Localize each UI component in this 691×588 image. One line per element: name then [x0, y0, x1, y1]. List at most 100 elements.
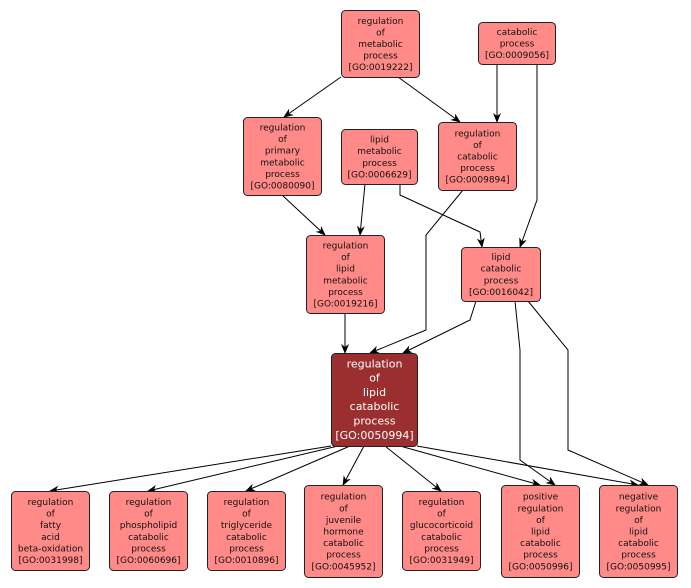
- node-label-line: process: [523, 551, 558, 561]
- node-label-line: metabolic: [357, 147, 402, 157]
- node-box: [207, 491, 286, 571]
- node-label-line: of: [369, 372, 381, 385]
- node-label-line: acid: [41, 533, 60, 543]
- node-label-line: regulation: [358, 17, 404, 27]
- go-term-node[interactable]: regulationoffattyacidbeta-oxidation[GO:0…: [11, 491, 90, 571]
- node-label-line: process: [326, 551, 361, 561]
- node-label-line: of: [437, 510, 447, 520]
- node-label-line: [GO:0031949]: [409, 556, 473, 566]
- go-term-node[interactable]: regulationofjuvenilehormonecatabolicproc…: [304, 485, 383, 578]
- node-label-line: lipid: [531, 528, 550, 538]
- node-label-line: lipid: [363, 386, 386, 399]
- go-term-node[interactable]: regulationofphospholipidcatabolicprocess…: [109, 491, 188, 571]
- node-label-line: hormone: [323, 528, 364, 538]
- node-label-line: catabolic: [618, 539, 659, 549]
- node-label-line: [GO:0010896]: [214, 556, 278, 566]
- node-label-line: lipid: [492, 253, 511, 263]
- node-label-line: lipid: [336, 265, 355, 275]
- node-label-line: [GO:0050994]: [335, 429, 413, 442]
- node-label-line: positive: [523, 493, 559, 503]
- node-label-line: [GO:0016042]: [469, 288, 533, 298]
- node-label-line: regulation: [347, 357, 403, 370]
- go-term-node[interactable]: regulationoflipidmetabolicprocess[GO:001…: [306, 235, 385, 314]
- node-label-line: of: [46, 510, 56, 520]
- node-label-line: process: [424, 544, 459, 554]
- edge-n9056-n16042: [519, 64, 538, 248]
- edge-n50994-n45952: [342, 445, 365, 486]
- node-label-line: regulation: [518, 504, 564, 514]
- node-label-line: [GO:0006629]: [347, 170, 411, 180]
- node-label-line: [GO:0050996]: [508, 562, 572, 572]
- node-label-line: triglyceride: [221, 521, 273, 531]
- edge-n50994-n31949: [384, 445, 442, 492]
- node-label-line: [GO:0050995]: [606, 562, 670, 572]
- node-box: [402, 491, 481, 571]
- node-label-line: metabolic: [358, 40, 403, 50]
- node-label-line: regulation: [323, 242, 369, 252]
- node-label-line: lipid: [629, 528, 648, 538]
- go-term-node[interactable]: regulationoflipidcatabolicprocess[GO:005…: [331, 353, 418, 447]
- node-label-line: regulation: [126, 498, 172, 508]
- edge-n16042-n50994: [402, 300, 477, 354]
- node-label-line: phospholipid: [120, 521, 177, 531]
- node-label-line: process: [229, 544, 264, 554]
- node-box: [599, 485, 678, 578]
- node-label-line: process: [500, 40, 535, 50]
- node-label-line: catabolic: [520, 539, 561, 549]
- node-label-line: [GO:0060696]: [116, 556, 180, 566]
- node-label-line: of: [536, 516, 546, 526]
- node-box: [341, 10, 420, 78]
- node-box: [306, 235, 385, 314]
- node-label-line: [GO:0009894]: [445, 176, 509, 186]
- node-label-line: catabolic: [457, 153, 498, 163]
- node-label-line: process: [363, 52, 398, 62]
- node-label-line: catabolic: [350, 400, 400, 413]
- node-label-line: of: [376, 28, 386, 38]
- node-label-line: [GO:0019222]: [348, 63, 412, 73]
- node-label-line: [GO:0009056]: [485, 51, 549, 61]
- node-label-line: lipid: [370, 136, 389, 146]
- node-box: [438, 122, 517, 191]
- node-label-line: of: [341, 253, 351, 263]
- edge-n80090-n19216: [281, 194, 326, 236]
- edge-n16042-n50996: [514, 300, 556, 486]
- edge-n9894-n50994: [369, 189, 464, 354]
- node-label-line: catabolic: [481, 265, 522, 275]
- node-label-line: regulation: [224, 498, 270, 508]
- node-label-line: process: [621, 551, 656, 561]
- node-label-line: catabolic: [421, 533, 462, 543]
- node-label-line: negative: [619, 493, 659, 503]
- go-term-node[interactable]: negativeregulationoflipidcatabolicproces…: [599, 485, 678, 578]
- node-label-line: glucocorticoid: [410, 521, 473, 531]
- node-label-line: process: [328, 288, 363, 298]
- node-label-line: process: [265, 170, 300, 180]
- node-box: [304, 485, 383, 578]
- node-label-line: of: [473, 141, 483, 151]
- node-label-line: regulation: [28, 498, 74, 508]
- node-label-line: juvenile: [325, 516, 362, 526]
- edge-n16042-n50995: [527, 300, 649, 486]
- node-label-line: regulation: [419, 498, 465, 508]
- edge-n19222-n80090: [283, 76, 342, 118]
- node-label-line: catabolic: [323, 539, 364, 549]
- node-label-line: of: [278, 135, 288, 145]
- node-label-line: [GO:0019216]: [313, 300, 377, 310]
- edge-n50994-n60696: [147, 445, 339, 493]
- node-label-line: primary: [265, 147, 301, 157]
- edge-n19222-n9894: [397, 76, 461, 123]
- node-label-line: of: [339, 504, 349, 514]
- node-box: [341, 129, 418, 185]
- node-label-line: catabolic: [226, 533, 267, 543]
- go-term-node[interactable]: regulationofprimarymetabolicprocess[GO:0…: [243, 117, 322, 196]
- node-label-line: of: [634, 516, 644, 526]
- node-label-line: of: [242, 510, 252, 520]
